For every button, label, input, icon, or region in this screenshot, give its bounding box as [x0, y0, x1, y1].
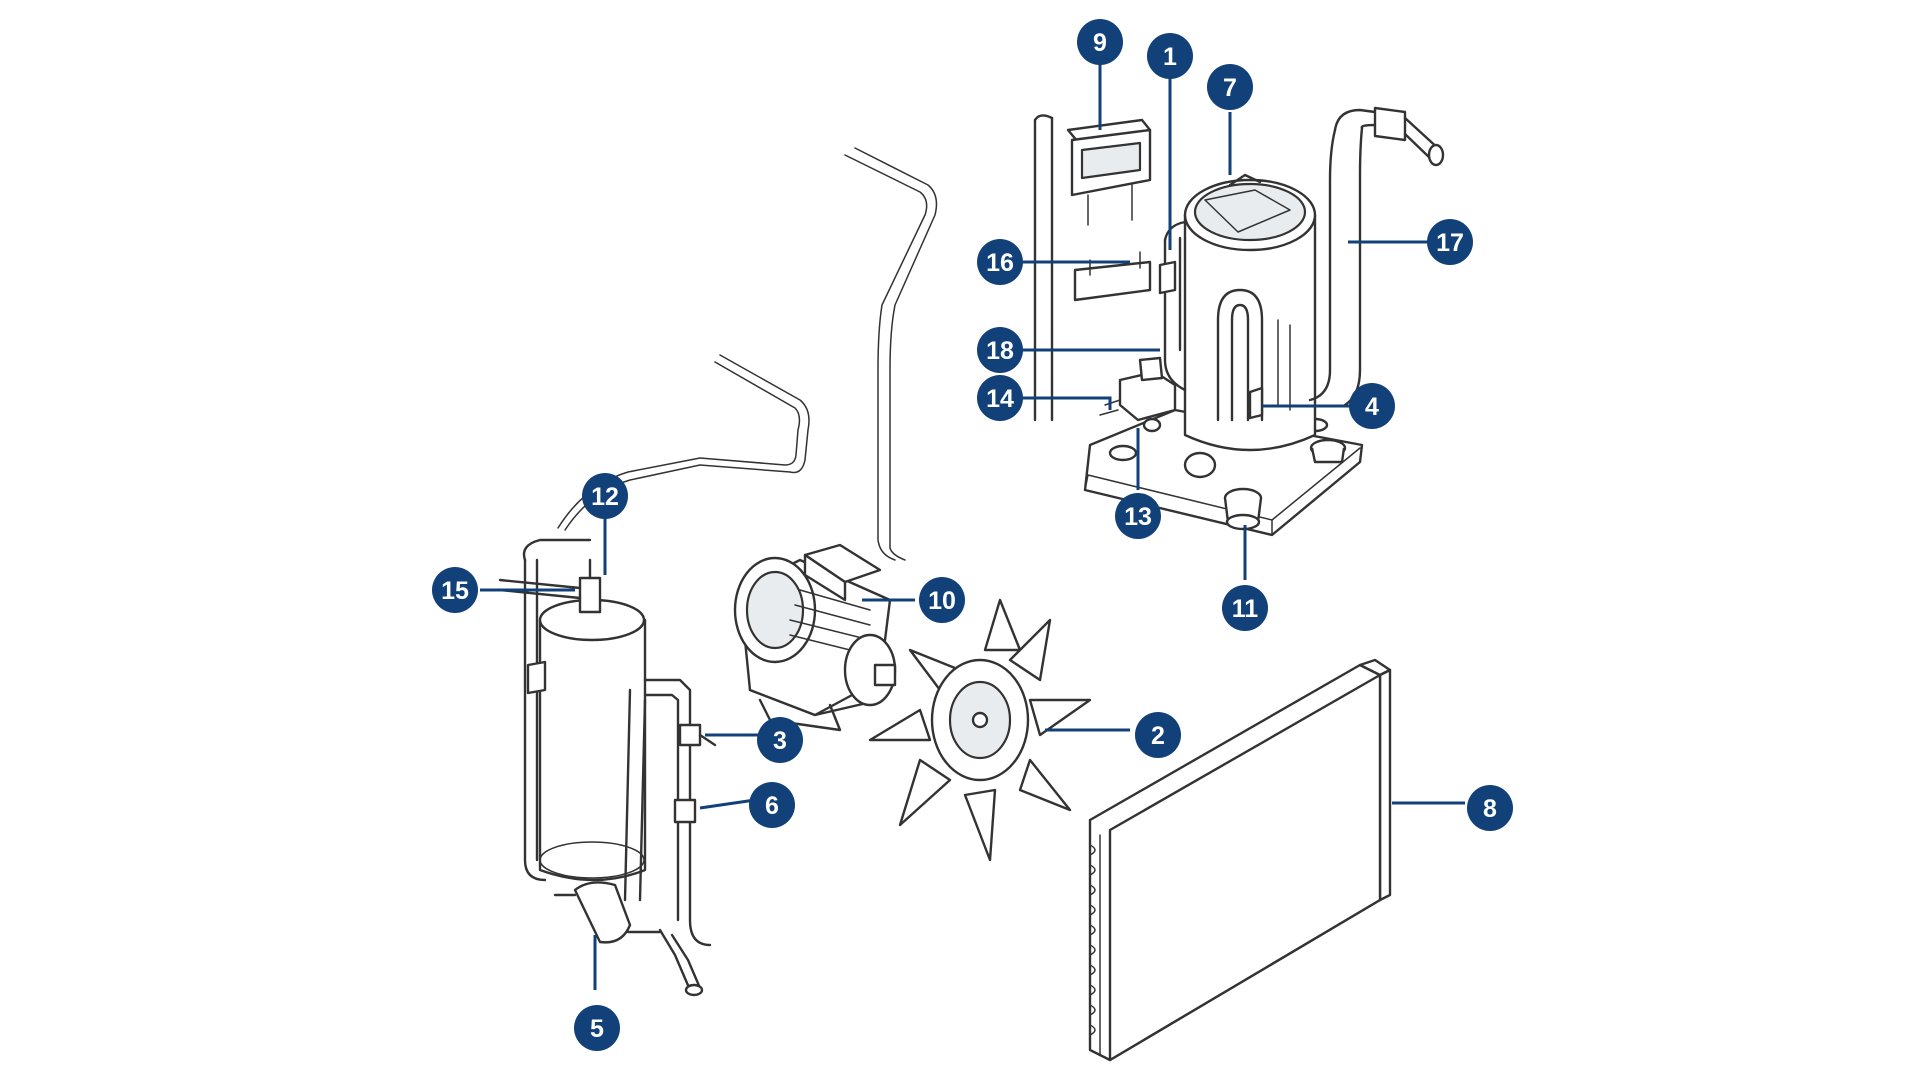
svg-text:13: 13 — [1124, 503, 1152, 531]
svg-text:4: 4 — [1365, 393, 1379, 421]
callout-15: 15 — [432, 567, 478, 613]
callout-badges: 9 1 7 16 17 18 14 4 13 11 12 15 10 2 3 6… — [432, 19, 1513, 1051]
callout-6: 6 — [749, 782, 795, 828]
compressor-assembly — [1033, 106, 1445, 537]
callout-13: 13 — [1115, 493, 1161, 539]
svg-text:10: 10 — [928, 587, 956, 615]
callout-7: 7 — [1207, 64, 1253, 110]
svg-text:3: 3 — [773, 727, 787, 755]
svg-text:16: 16 — [986, 249, 1014, 277]
callout-5: 5 — [574, 1005, 620, 1051]
condenser-tube-ends — [1089, 844, 1096, 1036]
svg-text:18: 18 — [986, 337, 1014, 365]
svg-text:12: 12 — [591, 483, 619, 511]
svg-text:5: 5 — [590, 1015, 604, 1043]
condenser — [1088, 658, 1392, 1062]
svg-text:9: 9 — [1093, 29, 1107, 57]
callout-12: 12 — [582, 473, 628, 519]
callout-2: 2 — [1135, 712, 1181, 758]
callout-4: 4 — [1349, 383, 1395, 429]
callout-1: 1 — [1147, 33, 1193, 79]
callout-18: 18 — [977, 327, 1023, 373]
svg-text:11: 11 — [1232, 595, 1259, 623]
svg-text:1: 1 — [1163, 43, 1177, 71]
callout-11: 11 — [1222, 585, 1268, 631]
fan — [868, 598, 1092, 862]
svg-text:15: 15 — [441, 577, 469, 605]
fan-motor — [733, 543, 897, 732]
callout-17: 17 — [1427, 219, 1473, 265]
receiver-assembly — [498, 538, 717, 997]
svg-text:8: 8 — [1483, 795, 1497, 823]
svg-text:17: 17 — [1436, 229, 1464, 257]
callout-10: 10 — [919, 577, 965, 623]
callout-14: 14 — [977, 375, 1023, 421]
callout-16: 16 — [977, 239, 1023, 285]
callout-9: 9 — [1077, 19, 1123, 65]
callout-3: 3 — [757, 717, 803, 763]
svg-text:7: 7 — [1223, 74, 1237, 102]
callout-8: 8 — [1467, 785, 1513, 831]
svg-text:2: 2 — [1151, 722, 1165, 750]
svg-text:14: 14 — [986, 385, 1014, 413]
svg-text:6: 6 — [765, 792, 779, 820]
